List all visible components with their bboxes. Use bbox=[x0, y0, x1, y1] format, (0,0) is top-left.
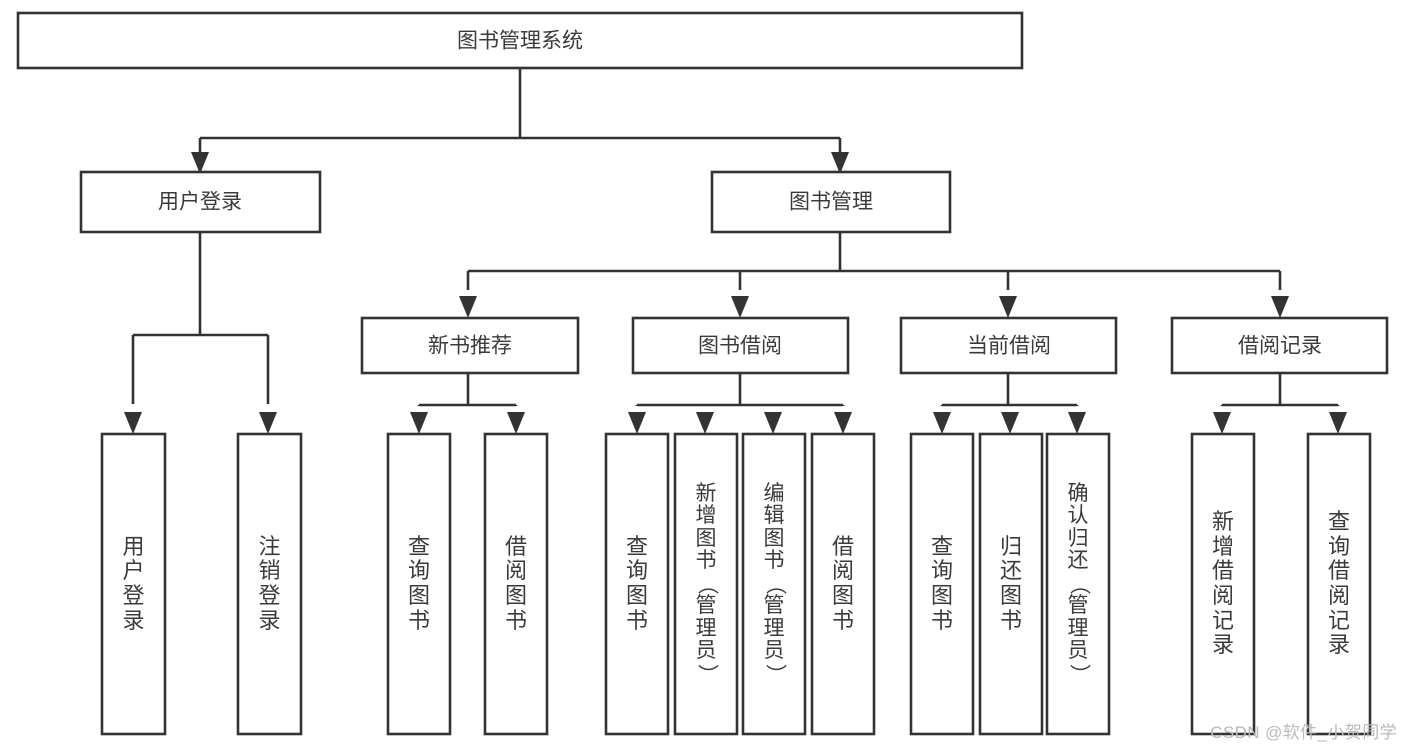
arrow-cb-leaf1 bbox=[933, 412, 951, 434]
node-book-borrow-box[interactable] bbox=[631, 316, 850, 375]
arrow-nbr-leaf2 bbox=[507, 412, 525, 434]
leaf-box-add-borrow-record[interactable] bbox=[1190, 432, 1256, 736]
arrow-to-book-borrow bbox=[731, 296, 749, 318]
node-label-new-book-rec: 新书推荐 bbox=[428, 335, 512, 358]
node-label-book-mgmt: 图书管理 bbox=[789, 191, 873, 214]
arrow-bb-leaf4 bbox=[834, 412, 852, 434]
leaf-box-logout[interactable] bbox=[236, 432, 303, 736]
leaf-box-add-book-admin[interactable] bbox=[673, 432, 739, 736]
arrow-br-leaf1 bbox=[1213, 412, 1231, 434]
leaf-box-user-login[interactable] bbox=[100, 432, 167, 736]
label-layer: 图书管理系统 用户登录 图书管理 新书推荐 图书借阅 当前借阅 借阅记录 bbox=[158, 30, 1322, 358]
leaf-box-query-book-2[interactable] bbox=[604, 432, 670, 736]
node-label-book-borrow: 图书借阅 bbox=[698, 335, 782, 358]
arrow-nbr-leaf1 bbox=[410, 412, 428, 434]
node-new-book-rec-box[interactable] bbox=[360, 316, 580, 375]
arrow-to-leaf-logout bbox=[259, 412, 277, 434]
arrow-bb-leaf3 bbox=[764, 412, 782, 434]
leaf-box-query-borrow-record[interactable] bbox=[1306, 432, 1372, 736]
node-label-current-borrow: 当前借阅 bbox=[967, 335, 1051, 358]
connector-layer bbox=[124, 68, 1347, 434]
arrow-cb-leaf2 bbox=[1001, 412, 1019, 434]
node-book-mgmt-box[interactable] bbox=[710, 170, 952, 234]
node-label-user-login: 用户登录 bbox=[158, 191, 242, 214]
leaf-box-return-book[interactable] bbox=[978, 432, 1044, 736]
node-current-borrow-box[interactable] bbox=[899, 316, 1118, 375]
arrow-to-leaf-user-login bbox=[124, 412, 142, 434]
node-borrow-record-box[interactable] bbox=[1170, 316, 1389, 375]
arrow-br-leaf2 bbox=[1329, 412, 1347, 434]
arrow-to-borrow-record bbox=[1271, 296, 1289, 318]
arrow-cb-leaf3 bbox=[1068, 412, 1086, 434]
arrow-to-new-book-rec bbox=[459, 296, 477, 318]
arrow-bb-leaf2 bbox=[696, 412, 714, 434]
leaf-box-query-book-3[interactable] bbox=[909, 432, 975, 736]
page-title: 图书管理系统 bbox=[457, 30, 583, 53]
leaf-box-borrow-book-2[interactable] bbox=[810, 432, 876, 736]
arrow-to-user-login bbox=[191, 152, 209, 174]
arrow-bb-leaf1 bbox=[628, 412, 646, 434]
node-user-login-box[interactable] bbox=[79, 170, 322, 234]
arrow-to-book-mgmt bbox=[831, 152, 849, 174]
leaf-box-query-book-1[interactable] bbox=[386, 432, 452, 736]
node-label-borrow-record: 借阅记录 bbox=[1238, 335, 1322, 358]
leaf-box-confirm-return-admin[interactable] bbox=[1045, 432, 1111, 736]
node-root-box[interactable] bbox=[16, 11, 1024, 70]
arrow-to-current-borrow bbox=[999, 296, 1017, 318]
node-layer bbox=[16, 11, 1389, 736]
leaf-box-edit-book-admin[interactable] bbox=[741, 432, 807, 736]
leaf-box-borrow-book-1[interactable] bbox=[483, 432, 549, 736]
